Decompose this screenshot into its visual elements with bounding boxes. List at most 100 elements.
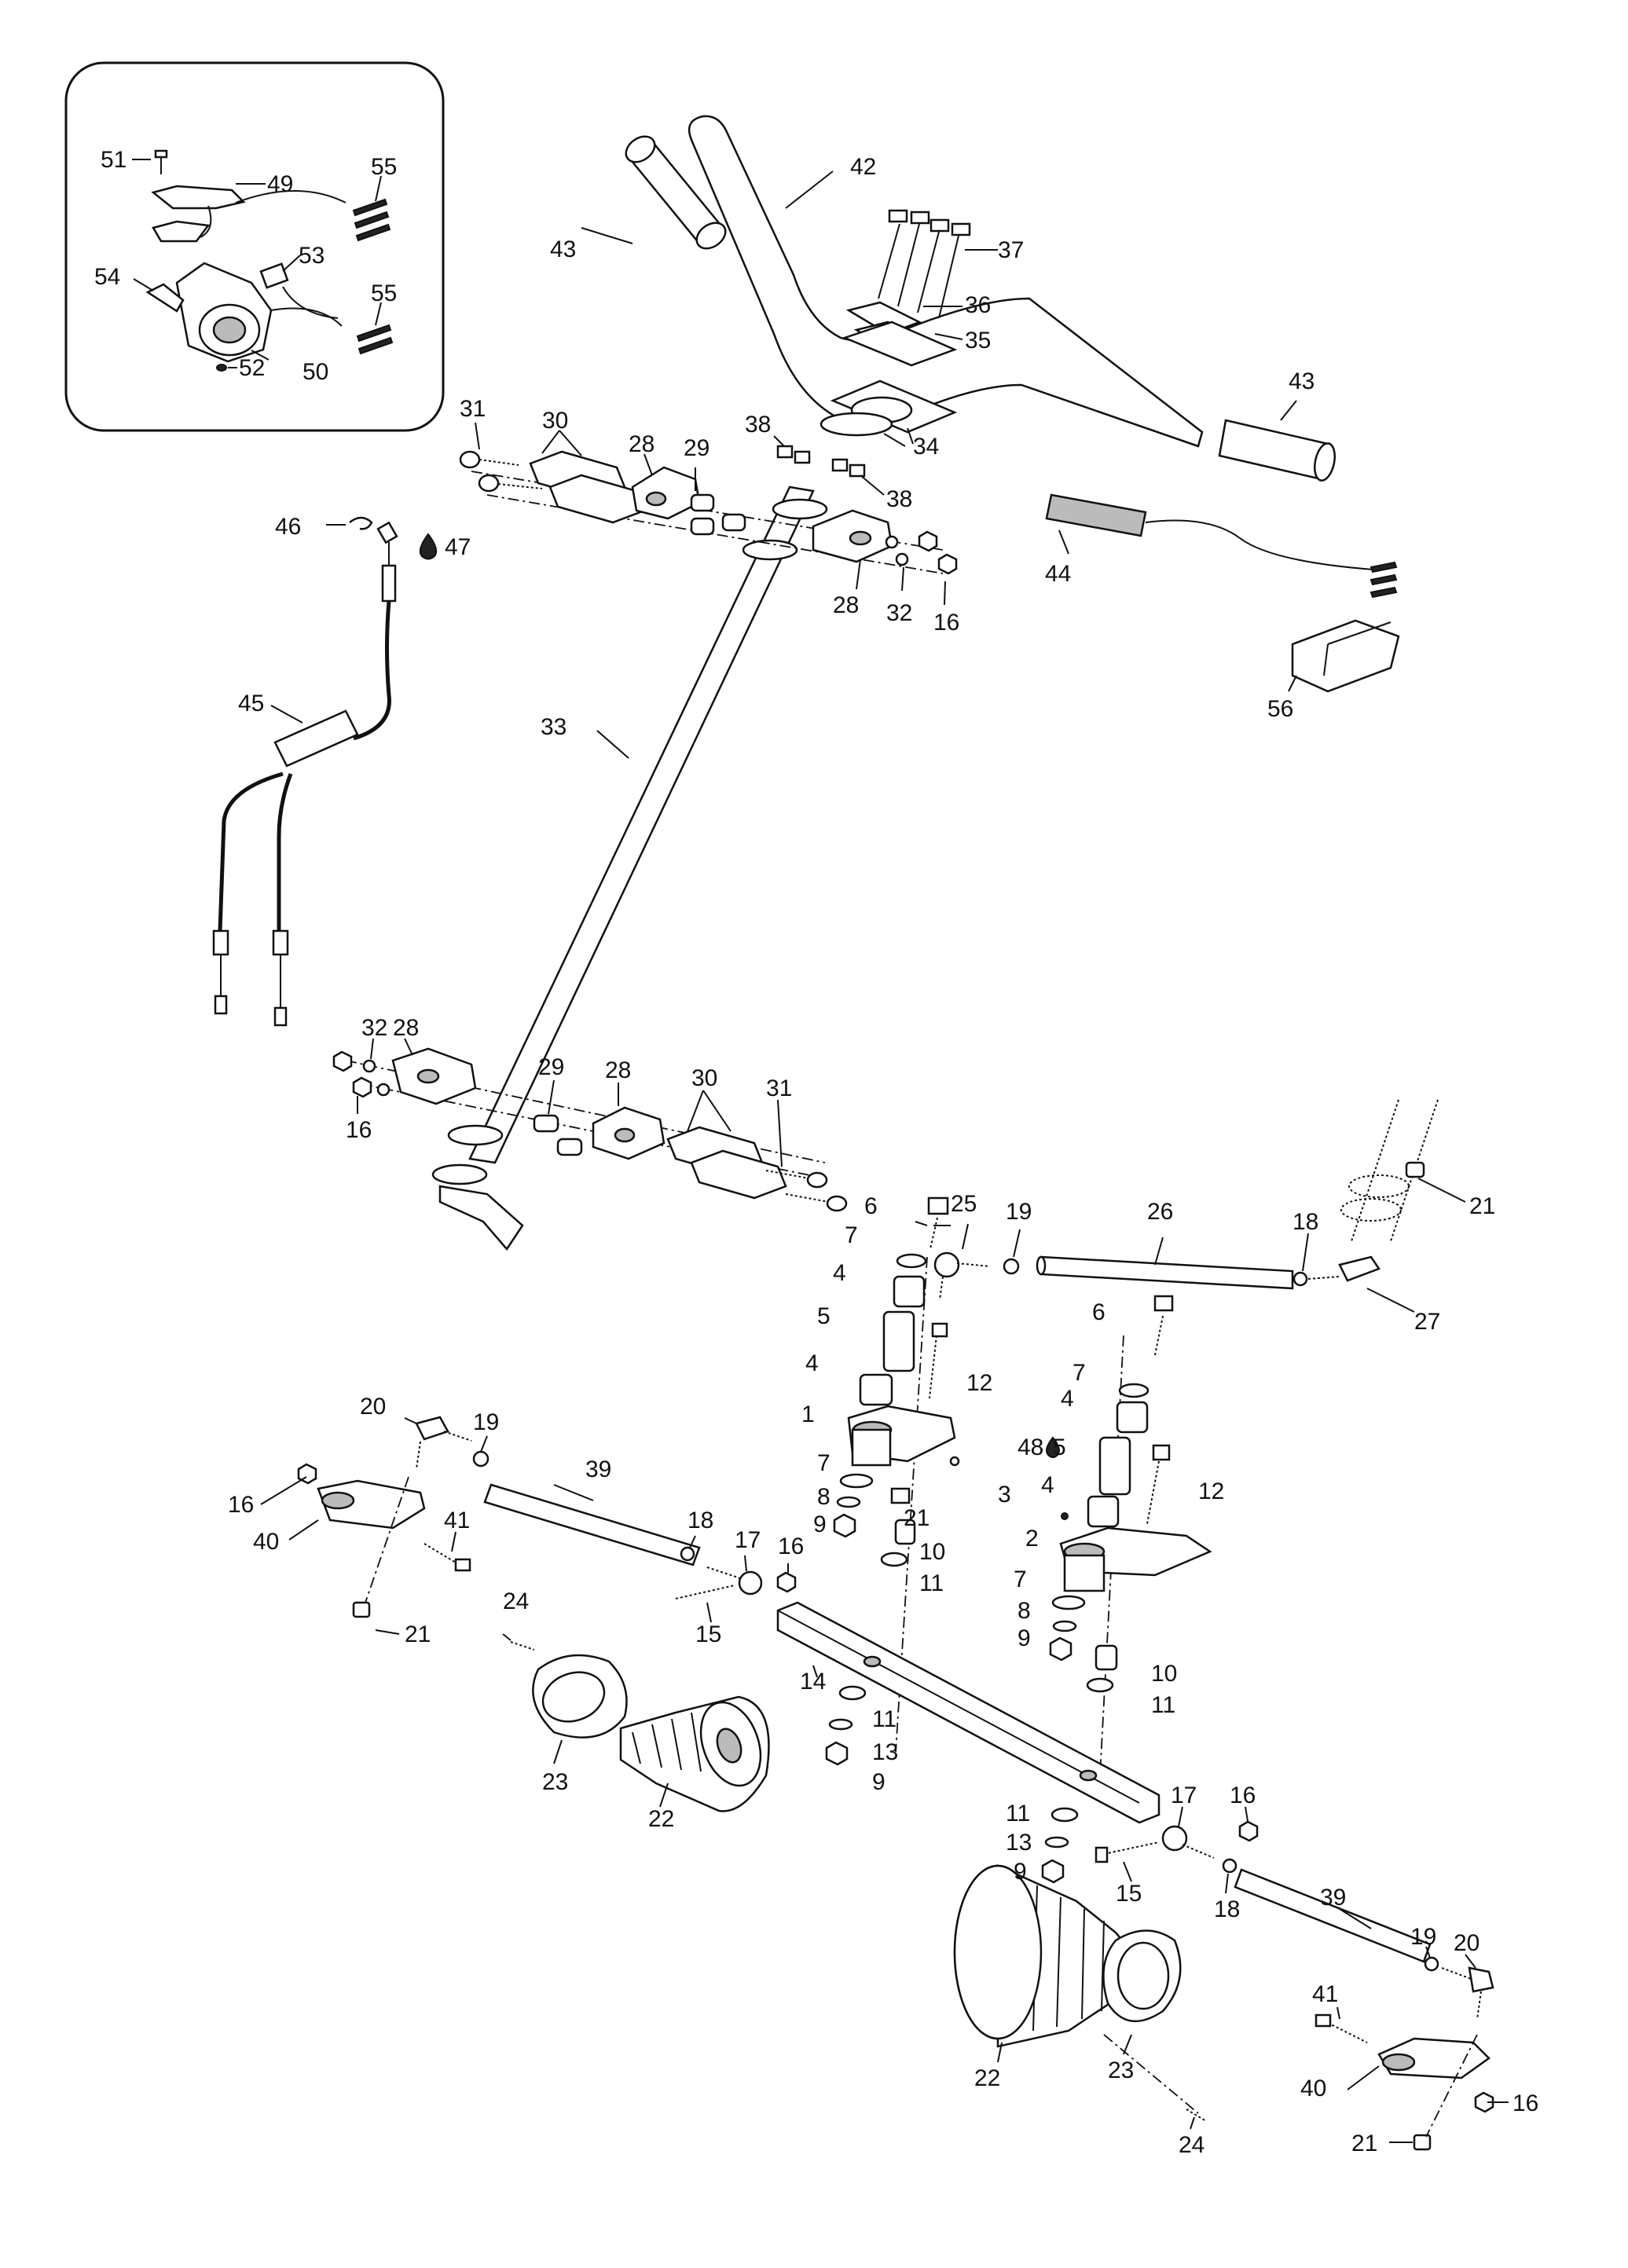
label-7: 7	[1072, 1360, 1086, 1386]
link-plate-icon	[529, 450, 646, 524]
connector-pins-icon	[352, 198, 391, 242]
label-30: 30	[691, 1065, 717, 1091]
lower-support-group	[332, 1038, 848, 1212]
handlebar-clamp-icon	[830, 301, 958, 434]
label-53: 53	[299, 243, 324, 269]
bolt-head-icon	[454, 1558, 471, 1572]
label-49: 49	[267, 171, 293, 197]
washer-icon	[895, 552, 909, 566]
tie-rod	[483, 1483, 701, 1566]
ignition-switch-icon	[175, 262, 343, 363]
label-17: 17	[735, 1527, 761, 1553]
cable-end-icon	[376, 521, 398, 603]
label-11: 11	[872, 1706, 896, 1732]
label-10: 10	[919, 1539, 945, 1565]
nut-icon	[332, 1050, 353, 1072]
bolt-icon	[459, 450, 543, 493]
inset-ignition-group	[64, 61, 445, 432]
washer-icon	[362, 1059, 376, 1073]
connector-pins-icon	[356, 324, 394, 355]
lower-pivot-group	[1049, 1295, 1212, 1776]
label-4: 4	[833, 1260, 846, 1286]
label-36: 36	[965, 292, 991, 318]
label-27: 27	[1414, 1309, 1440, 1335]
label-45: 45	[238, 691, 264, 716]
clip-icon	[145, 283, 185, 313]
nut-icon	[1474, 2091, 1494, 2113]
bolt-head-icon	[1152, 1444, 1171, 1461]
label-48: 48	[1018, 1434, 1043, 1460]
grease-fitting-icon	[949, 1456, 960, 1467]
label-7: 7	[845, 1222, 858, 1248]
label-40: 40	[1300, 2076, 1326, 2101]
label-39: 39	[585, 1456, 611, 1482]
bushing-icon	[1050, 1807, 1079, 1823]
spacer-icon	[893, 1275, 926, 1308]
sleeve-icon	[1098, 1436, 1131, 1496]
nut-icon	[890, 1487, 911, 1504]
ball-joint-icon	[415, 1416, 472, 1470]
nut-icon	[833, 1513, 856, 1538]
center-bar-group	[776, 1601, 1160, 1884]
link-plate-icon	[666, 1126, 787, 1200]
washer-icon	[839, 1473, 874, 1489]
label-5: 5	[1053, 1434, 1066, 1460]
label-25: 25	[951, 1191, 977, 1217]
handlebar-tube	[688, 115, 1204, 448]
label-47: 47	[445, 534, 471, 560]
label-10: 10	[1151, 1661, 1177, 1687]
nut-icon	[825, 1741, 849, 1766]
bushing-icon	[894, 1519, 916, 1545]
ball-joint-icon	[706, 1566, 763, 1596]
label-21: 21	[1469, 1193, 1495, 1219]
label-24: 24	[503, 1588, 529, 1614]
label-9: 9	[872, 1769, 886, 1795]
label-16: 16	[778, 1533, 804, 1559]
left-boot-group	[502, 1633, 770, 1812]
label-7: 7	[817, 1450, 830, 1476]
grease-fitting-icon	[1061, 1512, 1069, 1520]
bolt-head-icon	[927, 1196, 949, 1215]
label-18: 18	[1292, 1209, 1318, 1235]
cable-end-icon	[212, 929, 289, 1027]
label-34: 34	[913, 434, 939, 460]
o-ring-icon	[216, 364, 227, 372]
label-44: 44	[1045, 561, 1071, 587]
nut-icon	[1292, 1271, 1308, 1287]
rubber-boot-icon	[953, 1864, 1131, 2048]
label-11: 11	[919, 1570, 944, 1596]
label-52: 52	[239, 355, 265, 381]
label-38: 38	[745, 412, 771, 438]
label-2: 2	[1025, 1526, 1039, 1552]
nut-icon	[1424, 1956, 1439, 1972]
bearing-block-icon	[812, 509, 893, 563]
label-19: 19	[1410, 1924, 1436, 1950]
bushing-icon	[838, 1685, 867, 1701]
label-19: 19	[1006, 1199, 1032, 1225]
label-28: 28	[393, 1015, 419, 1041]
label-29: 29	[538, 1054, 564, 1080]
spindle-post-icon	[1340, 1099, 1439, 1242]
label-56: 56	[1267, 696, 1293, 722]
key-icon	[151, 185, 346, 243]
label-9: 9	[1014, 1859, 1027, 1885]
nut-icon	[776, 1571, 797, 1593]
ball-joint-icon	[1307, 1255, 1380, 1282]
label-43: 43	[550, 236, 576, 262]
bolt-head-icon	[931, 1322, 948, 1338]
washer-icon	[896, 1253, 927, 1269]
steering-column-group	[431, 412, 906, 1251]
label-38: 38	[886, 486, 912, 512]
label-14: 14	[800, 1669, 826, 1695]
left-grip-icon	[625, 135, 727, 250]
sleeve-icon	[882, 1310, 915, 1372]
bushing-icon	[880, 1552, 908, 1567]
right-grip-icon	[1218, 419, 1336, 482]
rubber-boot-icon	[619, 1695, 770, 1812]
label-32: 32	[886, 600, 912, 626]
label-22: 22	[974, 2065, 1000, 2091]
label-23: 23	[542, 1769, 568, 1795]
nut-icon	[1049, 1636, 1072, 1662]
cable-junction-box-icon	[273, 709, 359, 768]
